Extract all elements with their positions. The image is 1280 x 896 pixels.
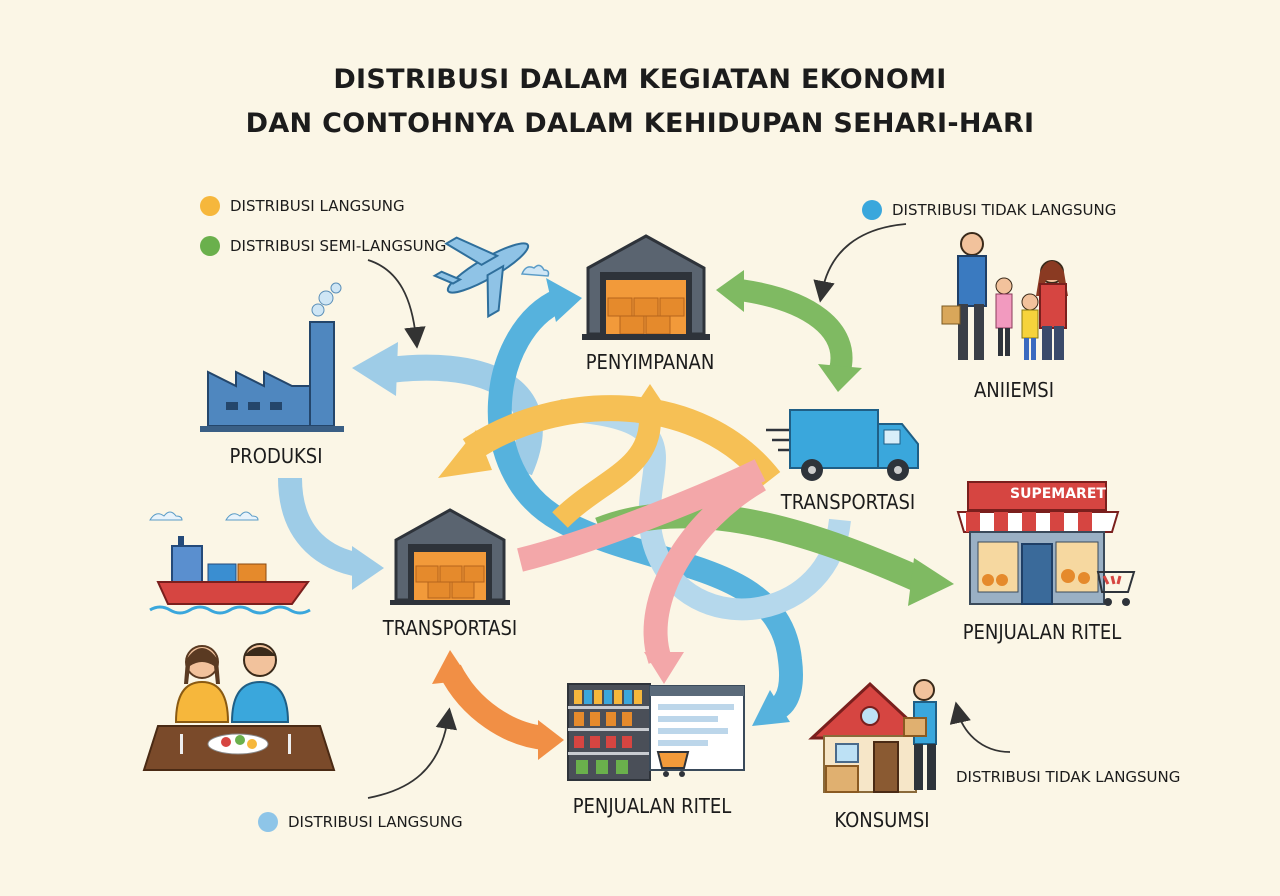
flow-arrows xyxy=(278,270,954,760)
arrow-green-top xyxy=(738,279,853,373)
legend-dot-green xyxy=(200,236,220,256)
annotation-distribusi-tidak-langsung: DISTRIBUSI TIDAK LANGSUNG xyxy=(956,768,1181,786)
arrow-yellow-up xyxy=(552,419,661,528)
legend-item-distribusi-langsung: DISTRIBUSI LANGSUNG xyxy=(200,196,405,216)
legend-dot-blue xyxy=(862,200,882,220)
node-penyimpanan: PENYIMPANAN xyxy=(585,350,715,374)
cloud-icon xyxy=(520,264,550,277)
factory-icon xyxy=(200,282,344,432)
arrow-pink xyxy=(517,459,767,664)
page-title: DISTRIBUSI DALAM KEGIATAN EKONOMI xyxy=(333,64,947,95)
legend-label: DISTRIBUSI SEMI-LANGSUNG xyxy=(230,237,447,255)
arrowhead-green-down xyxy=(818,364,862,392)
legend-item-distribusi-semi-langsung: DISTRIBUSI SEMI-LANGSUNG xyxy=(200,236,446,256)
node-produksi: PRODUKSI xyxy=(229,444,323,468)
arrowhead-yellow-up xyxy=(626,384,674,420)
supermarket-icon xyxy=(956,481,1136,606)
node-transportasi-right: TRANSPORTASI xyxy=(780,490,916,514)
legend-label: DISTRIBUSI LANGSUNG xyxy=(230,197,405,215)
pointer-tidak-langsung-bottom xyxy=(949,701,1011,753)
arrow-orange xyxy=(439,664,547,750)
arrowhead-green-left xyxy=(716,270,744,312)
family-icon xyxy=(941,232,1068,360)
arrow-yellow-left xyxy=(462,395,781,489)
ship-icon xyxy=(149,511,311,615)
node-penjualan-ritel-right: PENJUALAN RITEL xyxy=(962,620,1122,644)
arrowhead-orange-right xyxy=(538,720,564,760)
pointer-tidak-langsung-top xyxy=(813,223,907,303)
arrow-blue-loop xyxy=(487,288,803,722)
arrowhead-light-blue xyxy=(352,342,398,396)
legend-dot-light-blue xyxy=(258,812,278,832)
truck-icon xyxy=(766,409,919,481)
arrowhead-orange-up xyxy=(432,650,470,684)
retail-shelf-icon xyxy=(567,683,745,781)
node-penjualan-ritel-bottom: PENJUALAN RITEL xyxy=(572,794,732,818)
warehouse-icon xyxy=(582,234,710,340)
arrowhead-blue-down xyxy=(752,690,790,726)
node-konsumsi: KONSUMSI xyxy=(834,808,930,832)
node-transportasi-center: TRANSPORTASI xyxy=(382,616,518,640)
house-icon xyxy=(808,679,937,793)
arrowhead-blue-up xyxy=(546,278,582,322)
legend-item-distribusi-langsung-bottom: DISTRIBUSI LANGSUNG xyxy=(258,812,463,832)
page-subtitle: DAN CONTOHNYA DALAM KEHIDUPAN SEHARI-HAR… xyxy=(245,108,1035,139)
arrowhead-light-blue-right xyxy=(352,546,384,590)
dining-couple-icon xyxy=(142,643,336,771)
warehouse-icon xyxy=(390,508,510,605)
airplane-icon xyxy=(432,236,530,319)
legend-label: DISTRIBUSI LANGSUNG xyxy=(288,813,463,831)
arrowhead-green-right xyxy=(908,558,954,606)
legend-dot-yellow xyxy=(200,196,220,216)
arrow-light-blue-down xyxy=(278,477,363,577)
node-family-label: ANIIEMSI xyxy=(974,378,1054,402)
pointer-semi-langsung xyxy=(367,259,426,349)
arrowhead-pink xyxy=(644,652,684,684)
legend-label: DISTRIBUSI TIDAK LANGSUNG xyxy=(892,201,1117,219)
pointer-langsung-bottom xyxy=(367,707,458,799)
arrowhead-yellow-left xyxy=(438,430,492,478)
store-sign: SUPEMARET xyxy=(1010,486,1106,502)
legend-item-distribusi-tidak-langsung: DISTRIBUSI TIDAK LANGSUNG xyxy=(862,200,1116,220)
annotation-lines xyxy=(367,223,1011,799)
